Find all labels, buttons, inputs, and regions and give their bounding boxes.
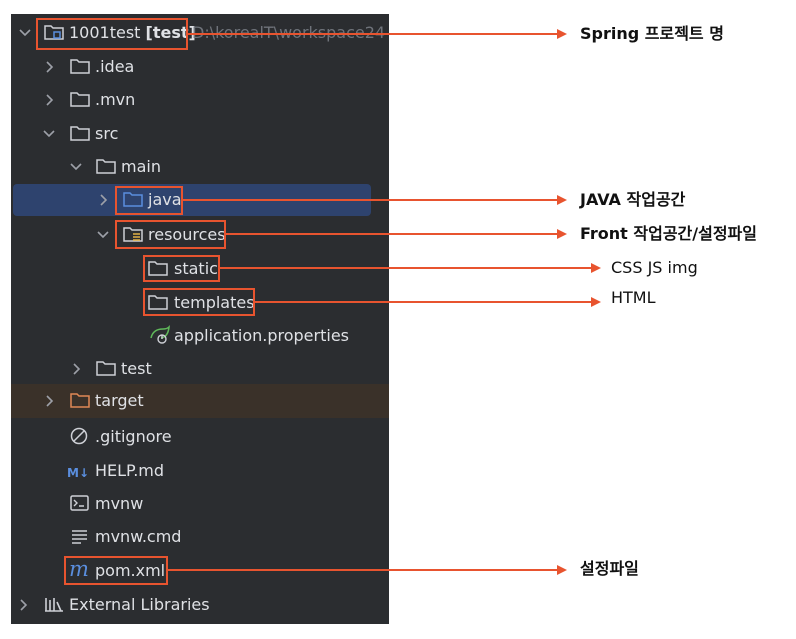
- highlight-box-resources: [115, 220, 226, 249]
- arrow-head-resources: [557, 229, 567, 239]
- excluded-folder-icon: [70, 393, 90, 408]
- tree-label-templates: templates: [174, 293, 255, 312]
- chevron-right-icon[interactable]: [68, 360, 84, 378]
- markdown-icon: M↓: [67, 466, 89, 480]
- tree-row-mvnw[interactable]: mvnw: [11, 488, 389, 520]
- arrow-head-project: [557, 29, 567, 39]
- folder-icon: [70, 92, 90, 107]
- annotation-pom: 설정파일: [580, 559, 639, 578]
- tree-label-mvnw: mvnw: [95, 494, 144, 513]
- annotation-java: JAVA 작업공간: [580, 190, 686, 209]
- tree-row-templates[interactable]: templates: [11, 287, 389, 319]
- folder-icon: [148, 295, 168, 310]
- tree-label-external-libraries: External Libraries: [69, 595, 210, 614]
- tree-row-resources[interactable]: resources: [11, 219, 389, 251]
- tree-row-target[interactable]: target: [11, 384, 389, 418]
- annotation-resources: Front 작업공간/설정파일: [580, 224, 758, 243]
- leader-line-templates: [255, 301, 593, 303]
- tree-label-gitignore: .gitignore: [95, 427, 172, 446]
- module-folder-icon: [44, 25, 64, 40]
- annotation-static: CSS JS img: [611, 258, 698, 277]
- tree-row-mvnw-cmd[interactable]: mvnw.cmd: [11, 521, 389, 553]
- tree-label-application-properties: application.properties: [174, 326, 349, 345]
- tree-row-static[interactable]: static: [11, 253, 389, 285]
- folder-icon: [148, 261, 168, 276]
- chevron-down-icon[interactable]: [68, 158, 84, 176]
- highlight-box-static: [143, 255, 220, 282]
- leader-line-static: [220, 267, 593, 269]
- source-folder-icon: [123, 192, 143, 207]
- chevron-down-icon[interactable]: [95, 226, 111, 244]
- leader-line-project: [188, 33, 559, 35]
- tree-row-idea[interactable]: .idea: [11, 51, 389, 83]
- tree-label-src: src: [95, 124, 119, 143]
- tree-label-root: 1001test [test]: [69, 23, 196, 42]
- tree-row-external-libraries[interactable]: External Libraries: [11, 589, 389, 621]
- leader-line-resources: [226, 233, 559, 235]
- folder-icon: [96, 159, 116, 174]
- tree-label-pom-xml: pom.xml: [95, 561, 166, 580]
- chevron-down-icon[interactable]: [17, 24, 33, 42]
- arrow-head-static: [591, 263, 601, 273]
- chevron-right-icon[interactable]: [15, 596, 31, 614]
- folder-icon: [70, 59, 90, 74]
- tree-row-help-md[interactable]: M↓ HELP.md: [11, 455, 389, 487]
- tree-label-java: java: [148, 190, 182, 209]
- tree-root-path: D:\korealT\workspace24: [192, 22, 385, 44]
- tree-label-mvnw-cmd: mvnw.cmd: [95, 527, 182, 546]
- tree-row-pom-xml[interactable]: m pom.xml: [11, 555, 389, 587]
- tree-label-mvn: .mvn: [95, 90, 136, 109]
- tree-row-test[interactable]: test: [11, 353, 389, 385]
- tree-row-root[interactable]: 1001test [test] D:\korealT\workspace24: [11, 17, 389, 49]
- chevron-right-icon[interactable]: [41, 91, 57, 109]
- highlight-box-project: [36, 18, 188, 50]
- leader-line-java: [183, 199, 559, 201]
- tree-label-resources: resources: [148, 225, 226, 244]
- ignore-file-icon: [70, 427, 88, 445]
- chevron-right-icon[interactable]: [41, 58, 57, 76]
- terminal-icon: [70, 495, 89, 511]
- leader-line-pom: [168, 569, 559, 571]
- folder-icon: [96, 361, 116, 376]
- tree-row-mvn[interactable]: .mvn: [11, 84, 389, 116]
- tree-label-target: target: [95, 391, 144, 410]
- spring-properties-icon: [150, 325, 170, 344]
- highlight-box-pom: [64, 556, 168, 585]
- library-icon: [45, 598, 63, 612]
- project-tree-panel: 1001test [test] D:\korealT\workspace24 .…: [11, 14, 389, 624]
- text-file-icon: [72, 530, 87, 544]
- arrow-head-java: [557, 195, 567, 205]
- arrow-head-pom: [557, 565, 567, 575]
- tree-label-main: main: [121, 157, 161, 176]
- chevron-right-icon[interactable]: [41, 392, 57, 410]
- chevron-right-icon[interactable]: [95, 191, 111, 209]
- tree-label-test: test: [121, 359, 152, 378]
- maven-icon: m: [69, 557, 89, 581]
- tree-row-src[interactable]: src: [11, 118, 389, 150]
- highlight-box-java: [115, 186, 183, 215]
- highlight-box-templates: [143, 288, 255, 316]
- annotation-templates: HTML: [611, 288, 656, 307]
- tree-label-idea: .idea: [95, 57, 135, 76]
- tree-label-static: static: [174, 259, 218, 278]
- tree-row-main[interactable]: main: [11, 151, 389, 183]
- tree-row-gitignore[interactable]: .gitignore: [11, 421, 389, 453]
- tree-label-help-md: HELP.md: [95, 461, 165, 480]
- chevron-down-icon[interactable]: [41, 125, 57, 143]
- tree-row-application-properties[interactable]: application.properties: [11, 320, 389, 352]
- annotation-project: Spring 프로젝트 명: [580, 24, 724, 43]
- resources-folder-icon: [123, 227, 143, 242]
- folder-icon: [70, 126, 90, 141]
- arrow-head-templates: [591, 297, 601, 307]
